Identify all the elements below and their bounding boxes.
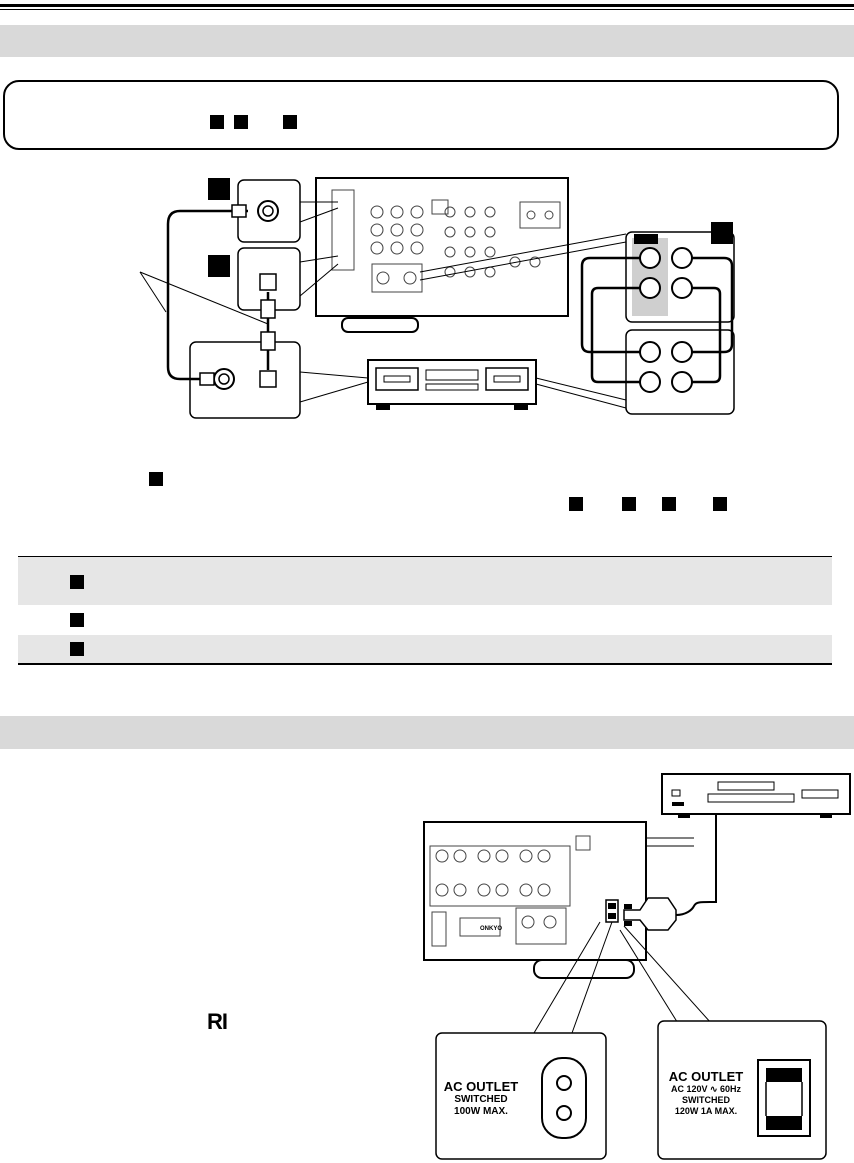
top-rule bbox=[0, 4, 854, 7]
inline-marker-4 bbox=[713, 497, 727, 511]
outlet-right-line4: 120W 1A MAX. bbox=[674, 1106, 738, 1116]
outlet-left-line3: 100W MAX. bbox=[454, 1106, 508, 1117]
pointer-line bbox=[139, 271, 269, 325]
power-connection-diagram: ONKYO bbox=[423, 773, 851, 1160]
note-marker-a bbox=[210, 115, 224, 129]
diagram-marker-3 bbox=[711, 222, 733, 244]
outlet-right-line3: SWITCHED bbox=[682, 1095, 730, 1105]
table-row-marker bbox=[70, 642, 84, 656]
analog-jacks-callout bbox=[419, 231, 735, 415]
cd-player bbox=[661, 773, 851, 818]
rear-brand-label: ONKYO bbox=[480, 926, 502, 932]
outlet-callout-right bbox=[657, 1020, 827, 1160]
table-row bbox=[18, 605, 832, 635]
note-box bbox=[3, 80, 839, 150]
top-rule-thin bbox=[0, 9, 854, 10]
receiver-rear-panel bbox=[315, 177, 569, 333]
outlet-left-line2: SWITCHED bbox=[454, 1094, 508, 1105]
outlet-right-label: AC OUTLET AC 120V ∿ 60Hz SWITCHED 120W 1… bbox=[660, 1070, 752, 1117]
cassette-deck bbox=[299, 359, 537, 410]
outlet-right-line1: AC OUTLET bbox=[668, 1069, 744, 1084]
note-marker-b bbox=[234, 115, 248, 129]
diagram-marker-1 bbox=[208, 178, 230, 200]
coaxial-cable bbox=[166, 209, 248, 381]
ri-logo: RI bbox=[207, 1009, 228, 1034]
outlet-callout-left bbox=[435, 1032, 607, 1160]
receiver-rear-panel-power: ONKYO bbox=[423, 821, 694, 979]
paragraph-marker bbox=[149, 472, 163, 486]
table-row-marker bbox=[70, 575, 84, 589]
note-marker-c bbox=[283, 115, 297, 129]
inline-marker-2 bbox=[622, 497, 636, 511]
digital-connection-diagram bbox=[139, 177, 735, 419]
outlet-right-line2: AC 120V ∿ 60Hz bbox=[670, 1084, 742, 1094]
pointer-line bbox=[139, 271, 167, 313]
power-plug bbox=[623, 814, 717, 931]
inline-marker-3 bbox=[662, 497, 676, 511]
outlet-left-line1: AC OUTLET bbox=[443, 1079, 519, 1094]
inline-marker-1 bbox=[569, 497, 583, 511]
optical-callout bbox=[237, 247, 339, 311]
player-output-callout bbox=[189, 341, 301, 419]
table-row bbox=[18, 557, 832, 605]
diagram-marker-2 bbox=[208, 255, 230, 277]
outlet-left-label: AC OUTLET SWITCHED 100W MAX. bbox=[438, 1080, 524, 1118]
section-header-1 bbox=[0, 25, 854, 57]
section-header-2 bbox=[0, 716, 854, 749]
table-row bbox=[18, 635, 832, 663]
table-row-marker bbox=[70, 613, 84, 627]
